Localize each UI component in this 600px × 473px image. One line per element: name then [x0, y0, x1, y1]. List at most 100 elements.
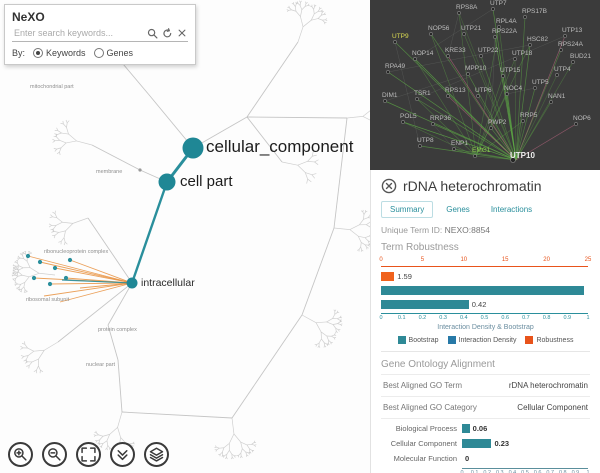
network-node-label[interactable]: UTP7 [490, 0, 507, 7]
robustness-axis-tick: 0 [379, 257, 383, 263]
radio-keywords-label: Keywords [46, 48, 86, 58]
density-axis-tick: 0 [379, 315, 383, 321]
network-node-label[interactable]: UTP21 [461, 25, 482, 32]
go-chart-category: Molecular Function [393, 454, 457, 463]
density-axis-tick: 0.2 [418, 315, 427, 321]
network-node-label[interactable]: UTP13 [562, 27, 583, 34]
network-node-label[interactable]: UTP22 [478, 47, 499, 54]
network-node-label[interactable]: HSC82 [527, 36, 548, 43]
density-axis-tick: 0.6 [501, 315, 510, 321]
zoom-out-button[interactable] [42, 442, 67, 467]
radio-genes-control[interactable] [93, 48, 104, 58]
network-node-label[interactable]: NAN1 [548, 93, 566, 100]
network-node-label[interactable]: BUD21 [570, 53, 591, 60]
bar-row-bootstrap [381, 285, 590, 295]
tree-minor-label[interactable]: ribosomal subunit [26, 297, 70, 303]
radio-genes[interactable]: Genes [93, 48, 133, 58]
zoom-in-button[interactable] [8, 442, 33, 467]
network-node-label[interactable]: UTP10 [510, 151, 535, 160]
network-node-label[interactable]: UTP9 [392, 33, 409, 40]
legend-item: Robustness [525, 336, 573, 344]
search-input[interactable] [12, 27, 143, 39]
robustness-axis-tick: 25 [584, 257, 592, 263]
network-node-label[interactable]: ENP1 [451, 140, 468, 147]
robustness-axis-caption: Interaction Density & Bootstrap [437, 324, 534, 331]
network-node-label[interactable]: MPP10 [465, 65, 487, 72]
fit-view-button[interactable] [76, 442, 101, 467]
close-icon[interactable] [381, 178, 397, 194]
network-node-label[interactable]: UTP5 [532, 79, 549, 86]
network-node-label[interactable]: NOP56 [428, 25, 450, 32]
by-label: By: [12, 48, 26, 58]
go-chart-category: Biological Process [395, 424, 457, 433]
bar-value-label: 0.42 [471, 299, 487, 309]
radio-keywords[interactable]: Keywords [33, 48, 86, 58]
density-axis-tick: 0.5 [480, 315, 489, 321]
network-node-label[interactable]: PWP2 [488, 119, 507, 126]
network-node-label[interactable]: UTP15 [500, 67, 521, 74]
tree-node-label-intracellular[interactable]: intracellular [141, 277, 195, 289]
legend-swatch [525, 336, 534, 344]
tab-interactions[interactable]: Interactions [490, 205, 533, 214]
tree-node-label-cell-part[interactable]: cell part [180, 173, 233, 190]
go-axis-tick: 0.4 [508, 470, 517, 473]
network-node-label[interactable]: KRE33 [445, 47, 466, 54]
search-icon[interactable] [146, 27, 158, 39]
tree-minor-label[interactable]: protein complex [98, 327, 137, 333]
zoom-out-icon [48, 448, 61, 461]
network-node-label[interactable]: RRP5 [520, 112, 538, 119]
network-node-label[interactable]: RPS24A [558, 41, 583, 48]
ontology-tree-panel[interactable]: cellular_component cell part intracellul… [0, 0, 370, 473]
go-axis-tick: 0 [460, 470, 464, 473]
network-node-label[interactable]: POL5 [400, 113, 417, 120]
network-node-label[interactable]: RPS8A [456, 4, 478, 11]
tab-genes[interactable]: Genes [446, 205, 470, 214]
network-node-label[interactable]: NOC4 [504, 85, 523, 92]
layers-button[interactable] [144, 442, 169, 467]
network-node-label[interactable]: UTP8 [417, 137, 434, 144]
density-axis-tick: 0.1 [397, 315, 406, 321]
zoom-toolbar [8, 442, 169, 467]
network-node-label[interactable]: RPS13 [445, 87, 466, 94]
details-header: rDNA heterochromatin [381, 178, 590, 194]
reset-icon[interactable] [161, 27, 173, 39]
network-node-label[interactable]: NOP14 [412, 50, 434, 57]
go-table-value: rDNA heterochromatin [508, 381, 588, 390]
bar-interaction-density [381, 299, 469, 309]
network-node-label[interactable]: RPL4A [496, 18, 517, 25]
go-chart-bar-area: 0.23 [462, 439, 590, 448]
network-node-label[interactable]: RRP36 [430, 115, 451, 122]
network-node-label[interactable]: RPS17B [522, 8, 547, 15]
network-node-label[interactable]: RPA49 [385, 63, 406, 70]
network-node-label[interactable]: UTP18 [512, 50, 533, 57]
tree-minor-label[interactable]: nuclear part [86, 362, 116, 368]
tree-minor-label[interactable]: membrane [96, 169, 123, 175]
network-node-label[interactable]: RPS22A [492, 28, 517, 35]
network-node-label[interactable]: NOP6 [573, 115, 591, 122]
layers-icon [149, 447, 164, 462]
radio-keywords-control[interactable] [33, 48, 44, 58]
tree-node-label-cellular-component[interactable]: cellular_component [206, 137, 354, 156]
network-node-label[interactable]: TSR1 [414, 90, 431, 97]
legend-label: Robustness [536, 336, 574, 344]
network-node-label[interactable]: EMG1 [472, 147, 491, 154]
tree-minor-label[interactable]: mitochondrial part [30, 84, 74, 90]
collapse-button[interactable] [110, 442, 135, 467]
go-table-key: Best Aligned GO Category [383, 403, 477, 412]
network-node-label[interactable]: UTP6 [475, 87, 492, 94]
tree-canvas[interactable] [0, 0, 370, 473]
density-axis-tick: 1 [586, 315, 590, 321]
clear-icon[interactable] [176, 27, 188, 39]
network-node-label[interactable]: DIM1 [382, 92, 398, 99]
robustness-axis-tick: 5 [420, 257, 425, 263]
go-axis-tick: 0.9 [571, 470, 580, 473]
tree-minor-label[interactable]: ribonucleoprotein complex [44, 249, 109, 255]
network-node-label[interactable]: UTP4 [554, 66, 571, 73]
tab-summary[interactable]: Summary [381, 201, 434, 218]
